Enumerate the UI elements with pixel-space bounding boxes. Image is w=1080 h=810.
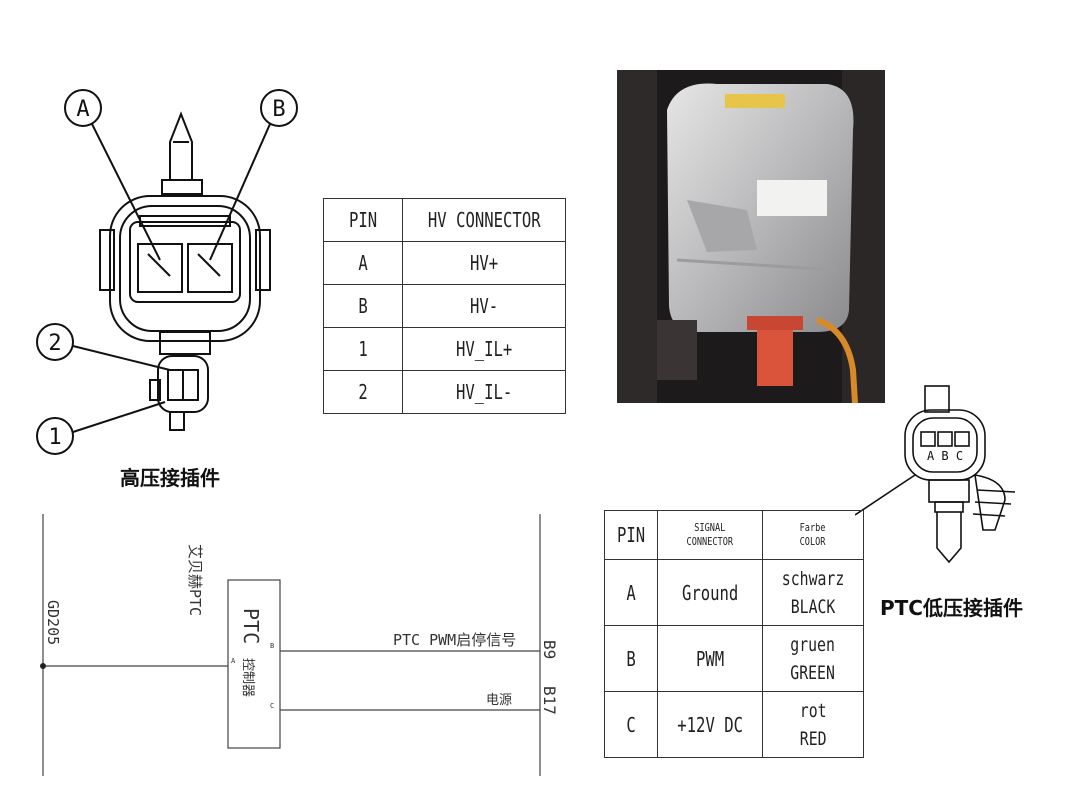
table-header-row: PIN HV CONNECTOR [323, 198, 566, 242]
power-label: 电源 [486, 693, 512, 708]
lv-pin: C [626, 712, 636, 737]
table-header-row: PIN SIGNAL CONNECTOR Farbe COLOR [604, 510, 864, 560]
wiring-schematic: GD205 艾贝赫PTC PTC 控制器 A B C PTC PWM启停信号 电… [40, 514, 559, 776]
lv-signal: +12V DC [677, 712, 743, 737]
lv-pin: B [626, 646, 636, 671]
hv-pin-table: PIN HV CONNECTOR A HV+ B HV- 1 HV_IL+ 2 … [323, 198, 566, 414]
lv-pin-table: PIN SIGNAL CONNECTOR Farbe COLOR A Groun… [604, 510, 864, 758]
part-label: 艾贝赫PTC [186, 544, 204, 616]
hv-header-pin: PIN [348, 208, 378, 232]
conn-b9-label: B9 [540, 640, 559, 659]
ground-label: GD205 [44, 600, 62, 645]
table-row: B PWM gruen GREEN [604, 625, 864, 692]
lv-color: gruen GREEN [790, 633, 836, 684]
module-sublabel: 控制器 [240, 658, 255, 697]
callout-2: 2 [48, 331, 61, 356]
lv-signal: PWM [695, 646, 725, 671]
lv-header-color: Farbe COLOR [800, 521, 826, 548]
table-row: 1 HV_IL+ [323, 327, 566, 371]
pwm-signal-label: PTC PWM启停信号 [393, 631, 516, 649]
lv-pin: A [626, 580, 636, 605]
table-row: 2 HV_IL- [323, 370, 566, 414]
pin-a-label: A [231, 657, 236, 665]
pin-c-label: C [270, 702, 274, 710]
lv-header-pin: PIN [616, 523, 646, 547]
lv-signal: Ground [681, 580, 739, 605]
table-row: B HV- [323, 284, 566, 328]
lv-color: schwarz BLACK [781, 567, 845, 618]
table-row: A Ground schwarz BLACK [604, 559, 864, 626]
table-row: C +12V DC rot RED [604, 691, 864, 758]
hv-pin: 2 [358, 380, 368, 404]
lv-connector-caption: PTC低压接插件 [880, 596, 1023, 620]
lv-header-signal: SIGNAL CONNECTOR [686, 521, 734, 548]
ptc-heater-photo [617, 70, 885, 403]
hv-pin: B [358, 294, 368, 318]
hv-pin: 1 [358, 337, 368, 361]
hv-signal: HV_IL+ [455, 337, 513, 361]
hv-signal: HV+ [469, 251, 499, 275]
callout-b: B [272, 97, 285, 122]
hv-signal: HV- [469, 294, 499, 318]
pin-b-label: B [270, 642, 274, 650]
lv-connector-drawing: A B C [855, 385, 1016, 564]
module-label: PTC [239, 608, 263, 644]
lv-color: rot RED [799, 699, 827, 750]
hv-connector-drawing: A B 2 1 [36, 89, 298, 455]
table-row: A HV+ [323, 241, 566, 285]
hv-signal: HV_IL- [455, 380, 513, 404]
hv-header-connector: HV CONNECTOR [427, 208, 541, 232]
hv-connector-caption: 高压接插件 [120, 466, 220, 490]
hv-pin: A [358, 251, 368, 275]
lv-pin-letters: A B C [927, 449, 963, 463]
callout-a: A [76, 97, 89, 122]
callout-1: 1 [48, 425, 61, 450]
conn-b17-label: B17 [540, 686, 559, 715]
